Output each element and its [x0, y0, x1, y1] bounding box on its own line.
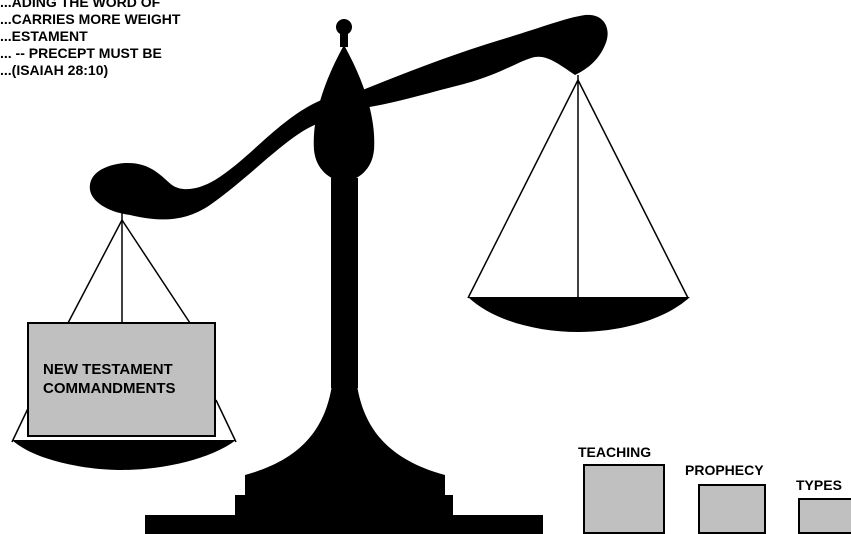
- scale-beam-right-arm: [350, 14, 608, 111]
- left-pan: [12, 440, 236, 470]
- scale-base-step: [235, 495, 453, 515]
- right-pan: [468, 297, 690, 332]
- intro-line: ...ESTAMENT: [0, 28, 88, 44]
- scale-column: [331, 178, 358, 388]
- box-label-line: COMMANDMENTS: [43, 380, 176, 397]
- prophecy-label: PROPHECY: [685, 462, 764, 478]
- types-box: [798, 498, 851, 534]
- intro-line: ...(ISAIAH 28:10): [0, 62, 109, 78]
- teaching-label: TEACHING: [578, 444, 652, 460]
- intro-line: ... -- PRECEPT MUST BE: [0, 45, 162, 61]
- box-label-line: NEW TESTAMENT: [43, 361, 173, 378]
- scale-finial: [336, 19, 352, 35]
- prophecy-box: [698, 484, 766, 534]
- scale-center-body: [313, 45, 375, 182]
- teaching-box: [583, 464, 665, 534]
- types-label: TYPES: [796, 477, 842, 493]
- scale-base-flare: [245, 385, 445, 500]
- scale-beam-left-arm: [89, 95, 335, 220]
- scale-base-plinth: [145, 515, 543, 534]
- intro-line: ...CARRIES MORE WEIGHT: [0, 11, 181, 27]
- intro-text: ...ADING THE WORD OF ...CARRIES MORE WEI…: [0, 0, 180, 79]
- intro-line: ...ADING THE WORD OF: [0, 0, 161, 10]
- right-pan-assembly: [467, 75, 690, 332]
- new-testament-commandments-box: NEW TESTAMENT COMMANDMENTS: [27, 322, 216, 437]
- box-label: NEW TESTAMENT COMMANDMENTS: [43, 360, 176, 398]
